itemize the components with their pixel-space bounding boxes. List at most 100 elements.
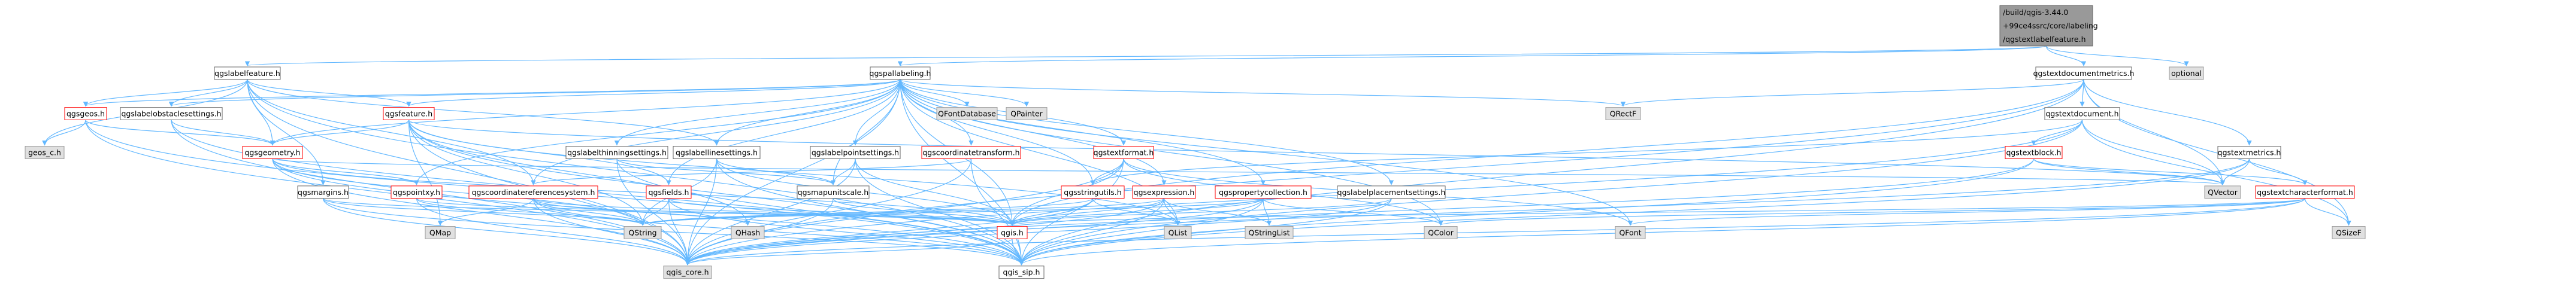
node-box xyxy=(25,146,65,159)
node-qgspallabeling[interactable]: qgspallabeling.h xyxy=(870,66,931,80)
edge-qgstextdocumentmetrics-to-qgis_sip xyxy=(1019,79,2084,266)
node-label: qgstextdocumentmetrics.h xyxy=(2033,69,2135,78)
node-box xyxy=(2255,185,2355,199)
edge-qgsfeature-to-qhash xyxy=(408,120,750,226)
edge-qgspointxy-to-qgis_core xyxy=(416,198,691,266)
node-qgslabelpointsettings[interactable]: qgslabelpointsettings.h xyxy=(810,146,901,159)
node-root: /build/qgis-3.44.0 +99ce4ssrc/core/labeli… xyxy=(1999,5,2098,47)
edge-qgstextdocument-to-qgstextblock xyxy=(2031,120,2083,146)
edge-qgsfields-to-qgis xyxy=(668,198,1015,226)
edge-qgspallabeling-to-qgis_core xyxy=(685,79,901,266)
node-box xyxy=(646,185,692,199)
node-qgsmapunitscale[interactable]: qgsmapunitscale.h xyxy=(797,185,870,199)
node-qgsgeometry[interactable]: qgsgeometry.h xyxy=(242,146,303,159)
node-box xyxy=(936,107,998,120)
node-box xyxy=(1605,107,1641,120)
node-qgscoordinatetransform[interactable]: qgscoordinatetransform.h xyxy=(921,146,1021,159)
node-label: qgstextdocument.h xyxy=(2045,109,2118,118)
edge-qgspallabeling-to-qgslabellinesettings xyxy=(714,79,901,146)
node-qsizef: QSizeF xyxy=(2332,226,2366,239)
node-qgsfeature[interactable]: qgsfeature.h xyxy=(383,107,435,120)
node-box xyxy=(1245,226,1294,239)
node-qgis_sip[interactable]: qgis_sip.h xyxy=(998,266,1045,279)
edge-qgsexpression-to-qlist xyxy=(1163,198,1180,226)
node-label: qgscoordinatetransform.h xyxy=(922,148,1019,157)
node-qpainter: QPainter xyxy=(1006,107,1048,120)
edge-qgsmargins-to-qgis_sip xyxy=(322,198,1024,266)
edge-qgstextformat-to-qgis_sip xyxy=(1019,158,1124,266)
edge-qgstextdocumentmetrics-to-qgstextmetrics xyxy=(2083,79,2252,146)
node-label: qgstextmetrics.h xyxy=(2218,148,2281,157)
node-qgstextformat[interactable]: qgstextformat.h xyxy=(1093,146,1154,159)
edge-qgsfeature-to-qmap xyxy=(408,120,443,226)
node-label: qgsfeature.h xyxy=(385,109,432,118)
node-box xyxy=(2332,226,2366,239)
node-label: qgsstringutils.h xyxy=(1064,188,1121,197)
edge-qgsstringutils-to-qstring xyxy=(640,198,1094,226)
node-label: qgsgeometry.h xyxy=(244,148,300,157)
node-box xyxy=(2169,66,2204,80)
nodes-layer: /build/qgis-3.44.0 +99ce4ssrc/core/labeli… xyxy=(25,5,2366,279)
node-qmap: QMap xyxy=(425,226,456,239)
edge-qgsfields-to-qgis_core xyxy=(668,198,691,266)
node-qgslabelplacementsettings[interactable]: qgslabelplacementsettings.h xyxy=(1337,185,1446,199)
edge-qgsfeature-to-qlist xyxy=(408,120,1180,226)
node-qgis[interactable]: qgis.h xyxy=(997,226,1028,239)
node-qgstextmetrics[interactable]: qgstextmetrics.h xyxy=(2217,146,2281,159)
node-label: qgspropertycollection.h xyxy=(1219,188,1307,197)
node-label: QSizeF xyxy=(2336,228,2362,237)
edge-qgstextblock-to-qvector xyxy=(2033,158,2226,185)
node-box xyxy=(997,226,1028,239)
edge-qgstextcharacterformat-to-qsizef xyxy=(2304,198,2351,226)
node-qgstextcharacterformat[interactable]: qgstextcharacterformat.h xyxy=(2255,185,2355,199)
edge-qgstextdocumentmetrics-to-qgis xyxy=(1009,79,2084,226)
node-qgsexpression[interactable]: qgsexpression.h xyxy=(1132,185,1196,199)
node-box xyxy=(731,226,765,239)
node-box xyxy=(468,185,598,199)
node-box xyxy=(1337,185,1446,199)
node-qgslabelthinningsettings[interactable]: qgslabelthinningsettings.h xyxy=(565,146,668,159)
edge-qgslabelfeature-to-qgsgeometry xyxy=(247,79,276,146)
node-qgstextblock[interactable]: qgstextblock.h xyxy=(2005,146,2063,159)
node-box xyxy=(921,146,1021,159)
edge-qgslabelthinningsettings-to-qgsmapunitscale xyxy=(616,158,836,185)
edge-qgsstringutils-to-qgis xyxy=(1009,198,1094,226)
edge-qgscoordinatereferencesystem-to-qmap xyxy=(437,198,534,226)
node-qgscoordinatereferencesystem[interactable]: qgscoordinatereferencesystem.h xyxy=(468,185,598,199)
edge-root-to-qgslabelfeature xyxy=(246,45,2047,66)
node-label: qgspointxy.h xyxy=(393,188,440,197)
edge-qgstextcharacterformat-to-qcolor xyxy=(1438,198,2306,226)
node-qgsstringutils[interactable]: qgsstringutils.h xyxy=(1061,185,1125,199)
edge-qgstextblock-to-qgstextcharacterformat xyxy=(2033,158,2308,185)
node-box xyxy=(2035,66,2132,80)
edge-qgspropertycollection-to-qstringlist xyxy=(1263,198,1272,226)
node-qhash: QHash xyxy=(731,226,765,239)
node-qgslabelfeature[interactable]: qgslabelfeature.h xyxy=(214,66,281,80)
edge-qgstextcharacterformat-to-qgis xyxy=(1010,198,2306,226)
node-qfontdatabase: QFontDatabase xyxy=(936,107,998,120)
node-qgspointxy[interactable]: qgspointxy.h xyxy=(391,185,443,199)
edge-qgstextmetrics-to-qgstextcharacterformat xyxy=(2248,158,2308,185)
node-qgsfields[interactable]: qgsfields.h xyxy=(646,185,692,199)
edge-qgscoordinatereferencesystem-to-qgis_core xyxy=(532,198,691,266)
edge-qgslabelplacementsettings-to-qgis_core xyxy=(685,198,1392,266)
node-qgstextdocument[interactable]: qgstextdocument.h xyxy=(2044,107,2120,120)
node-box xyxy=(297,185,349,199)
edge-qgspallabeling-to-qgsstringutils xyxy=(900,79,1095,185)
edge-qgsgeometry-to-qvector xyxy=(272,158,2224,185)
node-label: /qgstextlabelfeature.h xyxy=(2003,35,2086,44)
edge-qgstextdocument-to-qgsstringutils xyxy=(1090,120,2083,185)
node-qgsmargins[interactable]: qgsmargins.h xyxy=(297,185,349,199)
node-qgslabelobstaclesettings[interactable]: qgslabelobstaclesettings.h xyxy=(120,107,223,120)
edge-qgstextblock-to-qgis_sip xyxy=(1019,158,2035,266)
edge-qgstextmetrics-to-qgis_core xyxy=(685,158,2250,266)
node-qgsgeos[interactable]: qgsgeos.h xyxy=(64,107,107,120)
node-label: /build/qgis-3.44.0 xyxy=(2003,8,2068,17)
edge-qgscoordinatereferencesystem-to-qgis xyxy=(532,198,1015,226)
node-qgslabellinesettings[interactable]: qgslabellinesettings.h xyxy=(673,146,761,159)
edge-qgsgeos-to-geos_c xyxy=(42,120,86,146)
node-qgstextdocumentmetrics[interactable]: qgstextdocumentmetrics.h xyxy=(2033,66,2135,80)
node-qgspropertycollection[interactable]: qgspropertycollection.h xyxy=(1215,185,1312,199)
node-box xyxy=(2204,185,2241,199)
node-label: +99ce4ssrc/core/labeling xyxy=(2003,22,2098,30)
